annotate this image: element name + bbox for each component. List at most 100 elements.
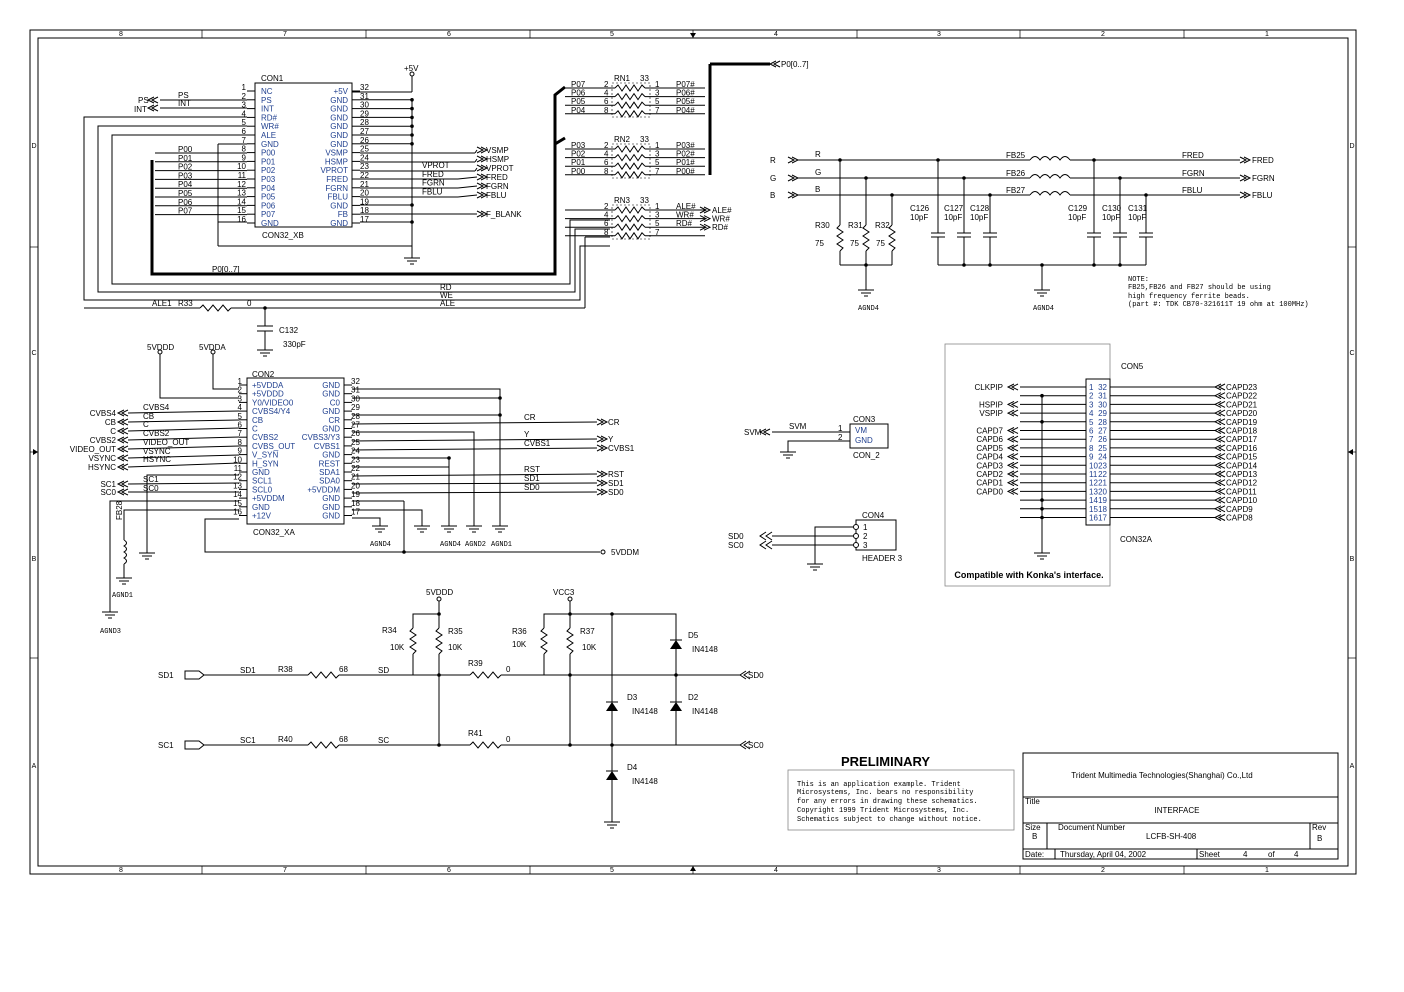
pin-number: 23 (351, 455, 360, 464)
net-label: VPROT (422, 161, 450, 170)
pin-number: 30 (351, 394, 360, 403)
pin-name: GND (330, 113, 348, 122)
net-label: P03 (571, 141, 586, 150)
docnum-label: Document Number (1058, 823, 1125, 832)
pin-number: 2 (863, 532, 868, 541)
pin-name: SDA1 (319, 468, 340, 477)
pin-number: 11 (1089, 470, 1098, 479)
net-label: SD1 (524, 474, 540, 483)
col-label: 6 (447, 31, 451, 38)
port-bus: P0[0..7] (781, 60, 809, 69)
col-label: 3 (937, 867, 941, 874)
net-label: P07 (571, 80, 586, 89)
pin-number: 20 (1098, 487, 1107, 496)
pin-number: 3 (655, 150, 660, 159)
pin-name: GND (322, 503, 340, 512)
size-label: Size (1025, 823, 1041, 832)
pin-number: 2 (1089, 392, 1094, 401)
col-label: 4 (774, 31, 778, 38)
port-label: C (110, 427, 116, 436)
pin-name: +5V (334, 87, 349, 96)
pin-name: CR (328, 416, 340, 425)
pin-name: RD# (261, 113, 278, 122)
pin-name: ALE (261, 131, 276, 140)
port-label: FRED (1252, 156, 1274, 165)
d4-val: IN4148 (632, 777, 658, 786)
pin-number: 26 (351, 429, 360, 438)
port-label: SC0 (100, 488, 116, 497)
pin-name: CVBS1 (314, 442, 341, 451)
pin-number: 16 (1089, 514, 1098, 523)
note-line: FB25,FB26 and FB27 should be using (1128, 284, 1271, 292)
pin-number: 7 (655, 106, 660, 115)
con1-power: +5V (404, 64, 419, 73)
row-label: C (31, 350, 36, 357)
r40-ref: R40 (278, 735, 293, 744)
pin-number: 14 (233, 490, 242, 499)
col-label: 8 (119, 31, 123, 38)
r35-ref: R35 (448, 627, 463, 636)
pin-number: 15 (237, 206, 246, 215)
diode-d3: D3 IN4148 (606, 693, 658, 745)
pin-number: 11 (234, 464, 243, 473)
pin-number: 10 (1089, 461, 1098, 470)
pin-number: 8 (604, 228, 609, 237)
port-label: FGRN (486, 182, 509, 191)
pin-name: GND (322, 381, 340, 390)
port-label: Y (608, 435, 614, 444)
port-label: F_BLANK (486, 210, 522, 219)
sheet-label: Sheet (1199, 850, 1221, 859)
pin-name: +12V (252, 512, 272, 521)
date-value: Thursday, April 04, 2002 (1060, 850, 1147, 859)
net-label: FGRN (1182, 169, 1205, 178)
pin-number: 22 (1098, 470, 1107, 479)
port-label: FRED (486, 173, 508, 182)
port-label: RD# (712, 223, 729, 232)
rev-label: Rev (1312, 823, 1326, 832)
disclaimer-line: This is an application example. Trident (797, 781, 961, 789)
con1-right-nets: VSMPHSMPVPROTFREDFGRNFBLUVPROTFREDFGRNFB… (360, 146, 522, 224)
pin-number: 4 (604, 150, 609, 159)
net-ale: ALE (440, 299, 455, 308)
port-label: CAPD20 (1226, 409, 1258, 418)
pin-name: GND (330, 219, 348, 228)
pin-name: GND (322, 390, 340, 399)
net-label: FRED (422, 170, 444, 179)
net-label: ALE# (676, 202, 696, 211)
pin-number: 27 (360, 127, 369, 136)
pin-name: CVBS3/Y3 (302, 433, 341, 442)
net-label: P02# (676, 150, 695, 159)
r34-ref: R34 (382, 626, 397, 635)
d3-ref: D3 (627, 693, 638, 702)
port-label: CAPD6 (976, 435, 1003, 444)
docnum-value: LCFB-SH-408 (1146, 832, 1197, 841)
disclaimer-line: Microsystems, Inc. bears no responsibili… (797, 789, 973, 797)
pin-number: 13 (1089, 487, 1098, 496)
pin-name: WR# (261, 122, 279, 131)
net-label: R (815, 150, 821, 159)
net-label: CVBS1 (524, 439, 551, 448)
net-rd: RD (440, 283, 452, 292)
col-label: 7 (283, 31, 287, 38)
r34-val: 10K (390, 643, 405, 652)
net-label: SC0 (143, 484, 159, 493)
pin-name: GND (322, 451, 340, 460)
pin-name: SCL1 (252, 477, 273, 486)
pin-number: 21 (1098, 479, 1107, 488)
pin-name: FBLU (328, 193, 349, 202)
pin-number: 5 (655, 219, 660, 228)
sheet-value: 4 (1243, 850, 1248, 859)
port-label: FBLU (1252, 191, 1273, 200)
pin-number: 5 (655, 158, 660, 167)
pin-number: 32 (360, 83, 369, 92)
pin-number: 15 (233, 499, 242, 508)
pin-name: GND (252, 503, 270, 512)
net-label: SC1 (143, 475, 159, 484)
port-label: CAPD11 (1226, 487, 1257, 496)
pin-number: 19 (1098, 496, 1107, 505)
r37-ref: R37 (580, 627, 595, 636)
pin-name: +5VDDM (307, 485, 340, 494)
